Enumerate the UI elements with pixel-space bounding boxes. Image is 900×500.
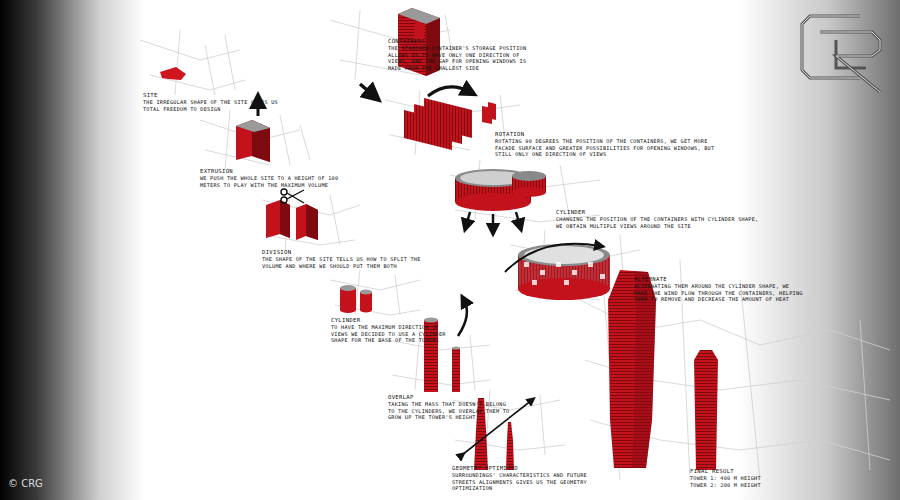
step-heading: ROTATION (495, 131, 730, 138)
step-heading: OVERLAP (388, 394, 510, 401)
step-heading: CYLINDER (331, 317, 449, 324)
step-panel: CYLINDERTO HAVE THE MAXIMUM DIRECTION OF… (331, 317, 449, 344)
step-heading: SITE (143, 92, 283, 99)
step-text: THE IRREGULAR SHAPE OF THE SITE GIVES US… (143, 99, 283, 112)
extrusion-volume (236, 100, 270, 162)
step-panel: FINAL RESULTTOWER 1: 400 M HEIGHTTOWER 2… (690, 468, 810, 488)
step-heading: FINAL RESULT (690, 468, 810, 475)
step-heading: CYLINDER (556, 209, 766, 216)
step-panel: CYLINDERCHANGING THE POSITION OF THE CON… (556, 209, 766, 229)
step-text: ALTERNATING THEM AROUND THE CYLINDER SHA… (634, 283, 804, 303)
alternating-cylinder (505, 244, 610, 300)
step-panel: ALTERNATEALTERNATING THEM AROUND THE CYL… (634, 276, 804, 303)
step-heading: CONTAINERS (388, 38, 528, 45)
rotated-containers (404, 87, 496, 150)
step-panel: SITETHE IRREGULAR SHAPE OF THE SITE GIVE… (143, 92, 283, 112)
cylinder-bases (340, 285, 372, 313)
step-panel: OVERLAPTAKING THE MASS THAT DOESN'T BELO… (388, 394, 510, 421)
street-lines (140, 10, 890, 480)
step-text: TOWER 1: 400 M HEIGHT (690, 475, 810, 482)
copyright-watermark: © CRG (8, 478, 43, 489)
step-text: THE SHAPE OF THE SITE TELLS US HOW TO SP… (262, 256, 422, 269)
step-panel: GEOMETRY OPTIMIZEDSURROUNDINGS' CHARACTE… (452, 465, 602, 492)
step-heading: EXTRUSION (200, 168, 350, 175)
step-text: TAKING THE MASS THAT DOESN'T BELONG TO T… (388, 401, 510, 421)
step-panel: EXTRUSIONWE PUSH THE WHOLE SITE TO A HEI… (200, 168, 350, 188)
step-text: WE PUSH THE WHOLE SITE TO A HEIGHT OF 10… (200, 175, 350, 188)
crg-logo (802, 16, 880, 92)
step-panel: CONTAINERSTHE STANDARD CONTAINER'S STORA… (388, 38, 528, 71)
step-text: TO HAVE THE MAXIMUM DIRECTION OF VIEWS W… (331, 324, 449, 344)
step-panel: ROTATIONROTATING 90 DEGREES THE POSITION… (495, 131, 730, 158)
step-text: SURROUNDINGS' CHARACTERISTICS AND FUTURE… (452, 472, 602, 492)
step-text: CHANGING THE POSITION OF THE CONTAINERS … (556, 216, 766, 229)
step-panel: DIVISIONTHE SHAPE OF THE SITE TELLS US H… (262, 249, 422, 269)
overlap-towers (424, 300, 467, 392)
step-heading: GEOMETRY OPTIMIZED (452, 465, 602, 472)
division-volumes (266, 189, 318, 240)
step-heading: DIVISION (262, 249, 422, 256)
step-heading: ALTERNATE (634, 276, 804, 283)
step-text: ROTATING 90 DEGREES THE POSITION OF THE … (495, 138, 730, 158)
site-shape (160, 67, 186, 80)
step-text: TOWER 2: 200 M HEIGHT (690, 482, 810, 489)
container-cylinders (455, 169, 546, 230)
step-text: THE STANDARD CONTAINER'S STORAGE POSITIO… (388, 45, 528, 71)
crg-logo-outline (802, 16, 880, 92)
